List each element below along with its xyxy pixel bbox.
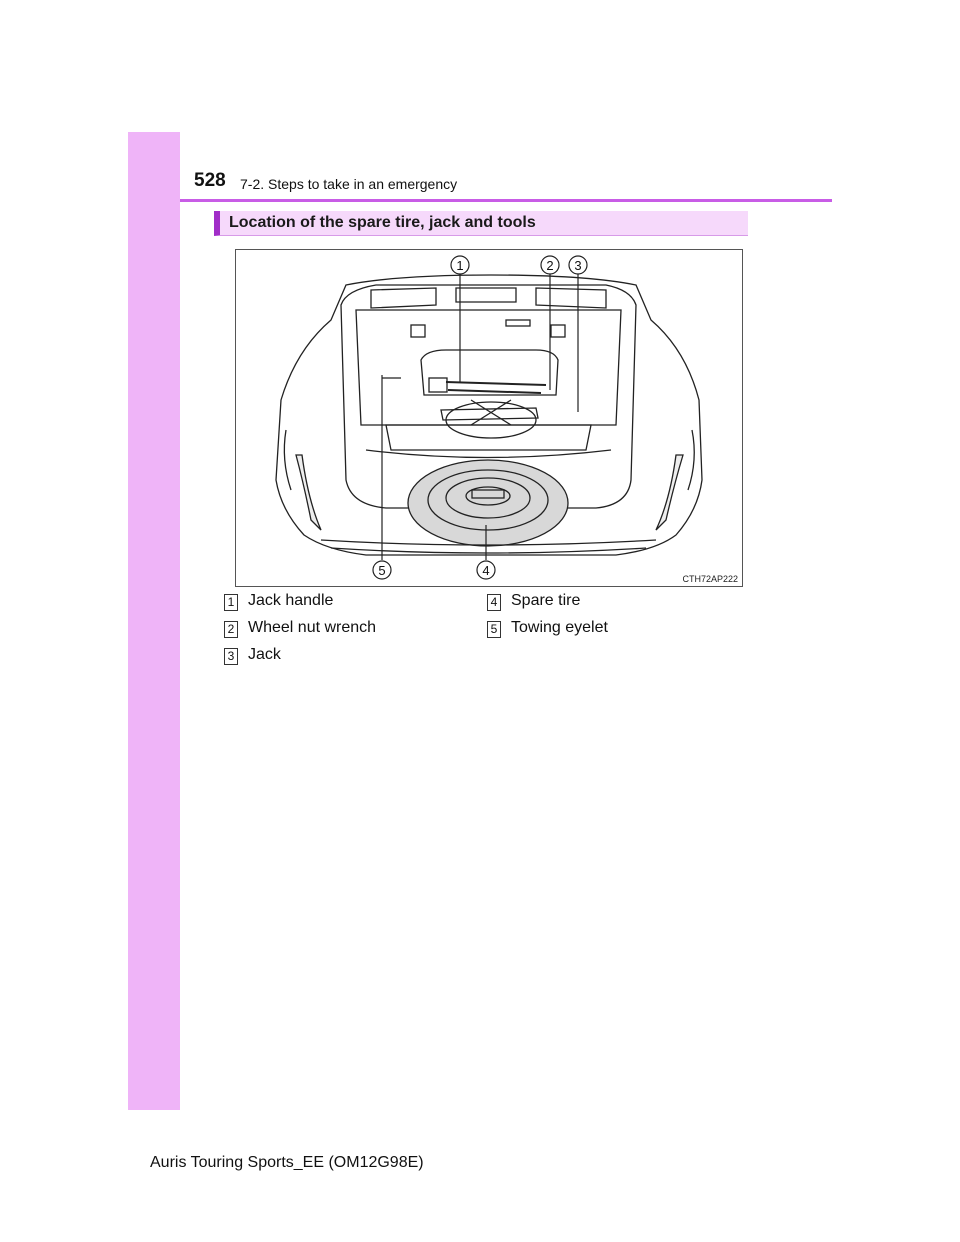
subsection-heading-text: Location of the spare tire, jack and too… xyxy=(229,214,536,231)
callout-2-label: 2 xyxy=(546,258,553,273)
callout-3-marker xyxy=(568,255,588,275)
legend-number-box: 3 xyxy=(224,648,238,665)
header-rule xyxy=(180,199,832,202)
legend-number-box: 5 xyxy=(487,621,501,638)
legend-number-box: 4 xyxy=(487,594,501,611)
legend-label: Jack handle xyxy=(248,592,334,609)
callout-5-marker xyxy=(372,560,392,580)
callout-2-marker xyxy=(540,255,560,275)
legend-number-box: 1 xyxy=(224,594,238,611)
subsection-heading: Location of the spare tire, jack and too… xyxy=(214,211,748,236)
callout-1-marker xyxy=(450,255,470,275)
legend-label: Spare tire xyxy=(511,592,581,609)
legend-number-box: 2 xyxy=(224,621,238,638)
legend-label: Towing eyelet xyxy=(511,619,608,636)
callout-5-label: 5 xyxy=(378,563,385,578)
section-title: 7-2. Steps to take in an emergency xyxy=(240,176,458,192)
footer-manual-id: Auris Touring Sports_EE (OM12G98E) xyxy=(150,1154,424,1171)
car-trunk-drawing: 1 2 3 4 5 xyxy=(275,255,703,580)
figure-code: CTH72AP222 xyxy=(682,574,738,584)
callout-4-marker xyxy=(476,560,496,580)
callout-1-label: 1 xyxy=(456,258,463,273)
trunk-illustration: 1 2 3 4 5 CTH72AP222 xyxy=(235,249,743,587)
legend-label: Wheel nut wrench xyxy=(248,619,377,636)
callout-3-label: 3 xyxy=(574,258,581,273)
legend-label: Jack xyxy=(248,646,281,663)
side-tab-band xyxy=(128,132,180,1110)
page-number: 528 xyxy=(194,170,226,191)
callout-4-label: 4 xyxy=(482,563,489,578)
